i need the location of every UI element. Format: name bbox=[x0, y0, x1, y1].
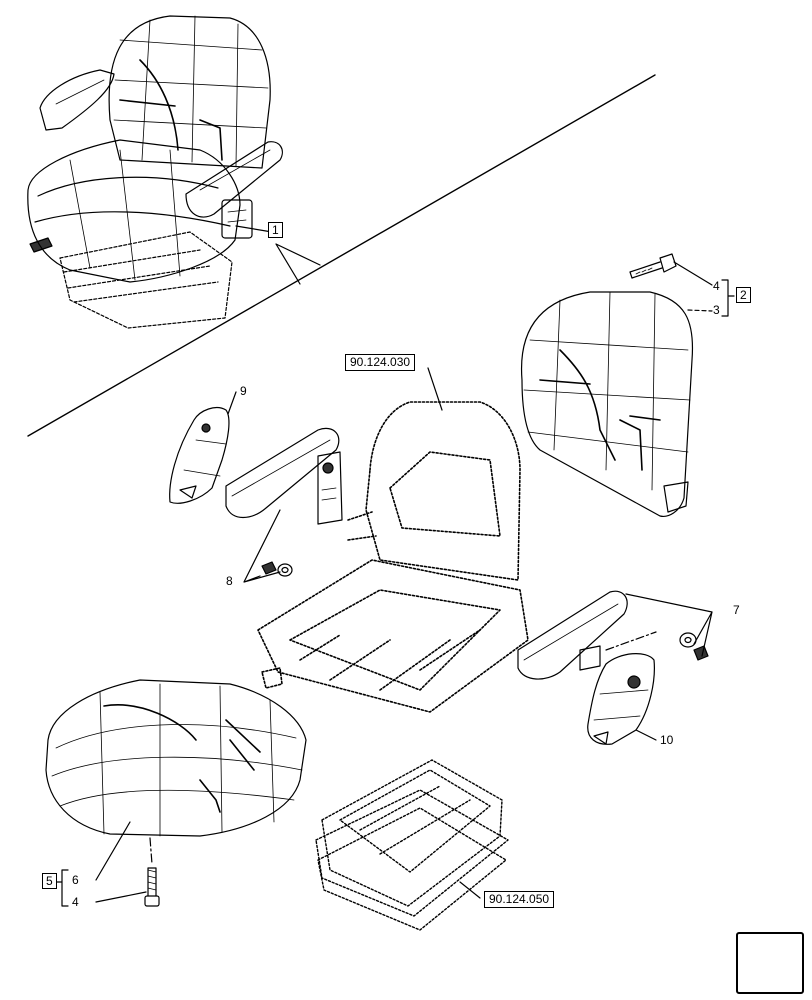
seat-cushion bbox=[45, 679, 307, 837]
right-side-cover bbox=[587, 653, 655, 745]
callout-item-1: 1 bbox=[268, 222, 283, 238]
screw-top bbox=[629, 253, 677, 279]
leader-base-ref bbox=[459, 881, 481, 899]
left-armrest bbox=[225, 427, 343, 525]
bracket-5-6-4 bbox=[55, 869, 69, 907]
leader-4-top bbox=[673, 261, 713, 286]
navigation-button[interactable] bbox=[736, 932, 804, 994]
callout-item-4-bottom: 4 bbox=[72, 895, 79, 909]
suspension-base bbox=[315, 759, 509, 931]
nut-washer-right bbox=[679, 632, 709, 661]
ref-base[interactable]: 90.124.050 bbox=[484, 891, 555, 908]
leader-10 bbox=[635, 729, 657, 741]
callout-item-6: 6 bbox=[72, 873, 79, 887]
screw-bottom bbox=[144, 867, 160, 907]
divider-line bbox=[27, 74, 656, 437]
right-armrest bbox=[517, 590, 628, 680]
callout-item-10: 10 bbox=[660, 733, 674, 747]
leader-6 bbox=[95, 821, 131, 881]
callout-item-2: 2 bbox=[736, 287, 751, 303]
bracket-2-3-4 bbox=[721, 279, 735, 317]
ref-frame[interactable]: 90.124.030 bbox=[345, 354, 416, 371]
callout-item-5: 5 bbox=[42, 873, 57, 889]
leader-1 bbox=[235, 225, 321, 285]
leader-9 bbox=[227, 391, 237, 415]
callout-item-3: 3 bbox=[713, 303, 720, 317]
leader-4-bottom bbox=[95, 891, 147, 903]
leader-8 bbox=[243, 509, 281, 583]
callout-item-4-top: 4 bbox=[713, 279, 720, 293]
leader-7 bbox=[625, 593, 713, 657]
left-side-cover bbox=[169, 407, 230, 504]
dashdot-bottom bbox=[149, 837, 153, 865]
callout-item-9: 9 bbox=[240, 384, 247, 398]
callout-item-8: 8 bbox=[226, 574, 233, 588]
callout-item-7: 7 bbox=[733, 603, 740, 617]
seat-frame bbox=[257, 401, 529, 713]
backrest-cushion bbox=[520, 291, 694, 517]
nut-washer-left bbox=[261, 561, 293, 577]
leader-3 bbox=[687, 309, 713, 312]
complete-seat-assembly bbox=[27, 15, 283, 329]
dashdot-right bbox=[605, 631, 657, 651]
leader-frame-ref bbox=[427, 367, 443, 411]
